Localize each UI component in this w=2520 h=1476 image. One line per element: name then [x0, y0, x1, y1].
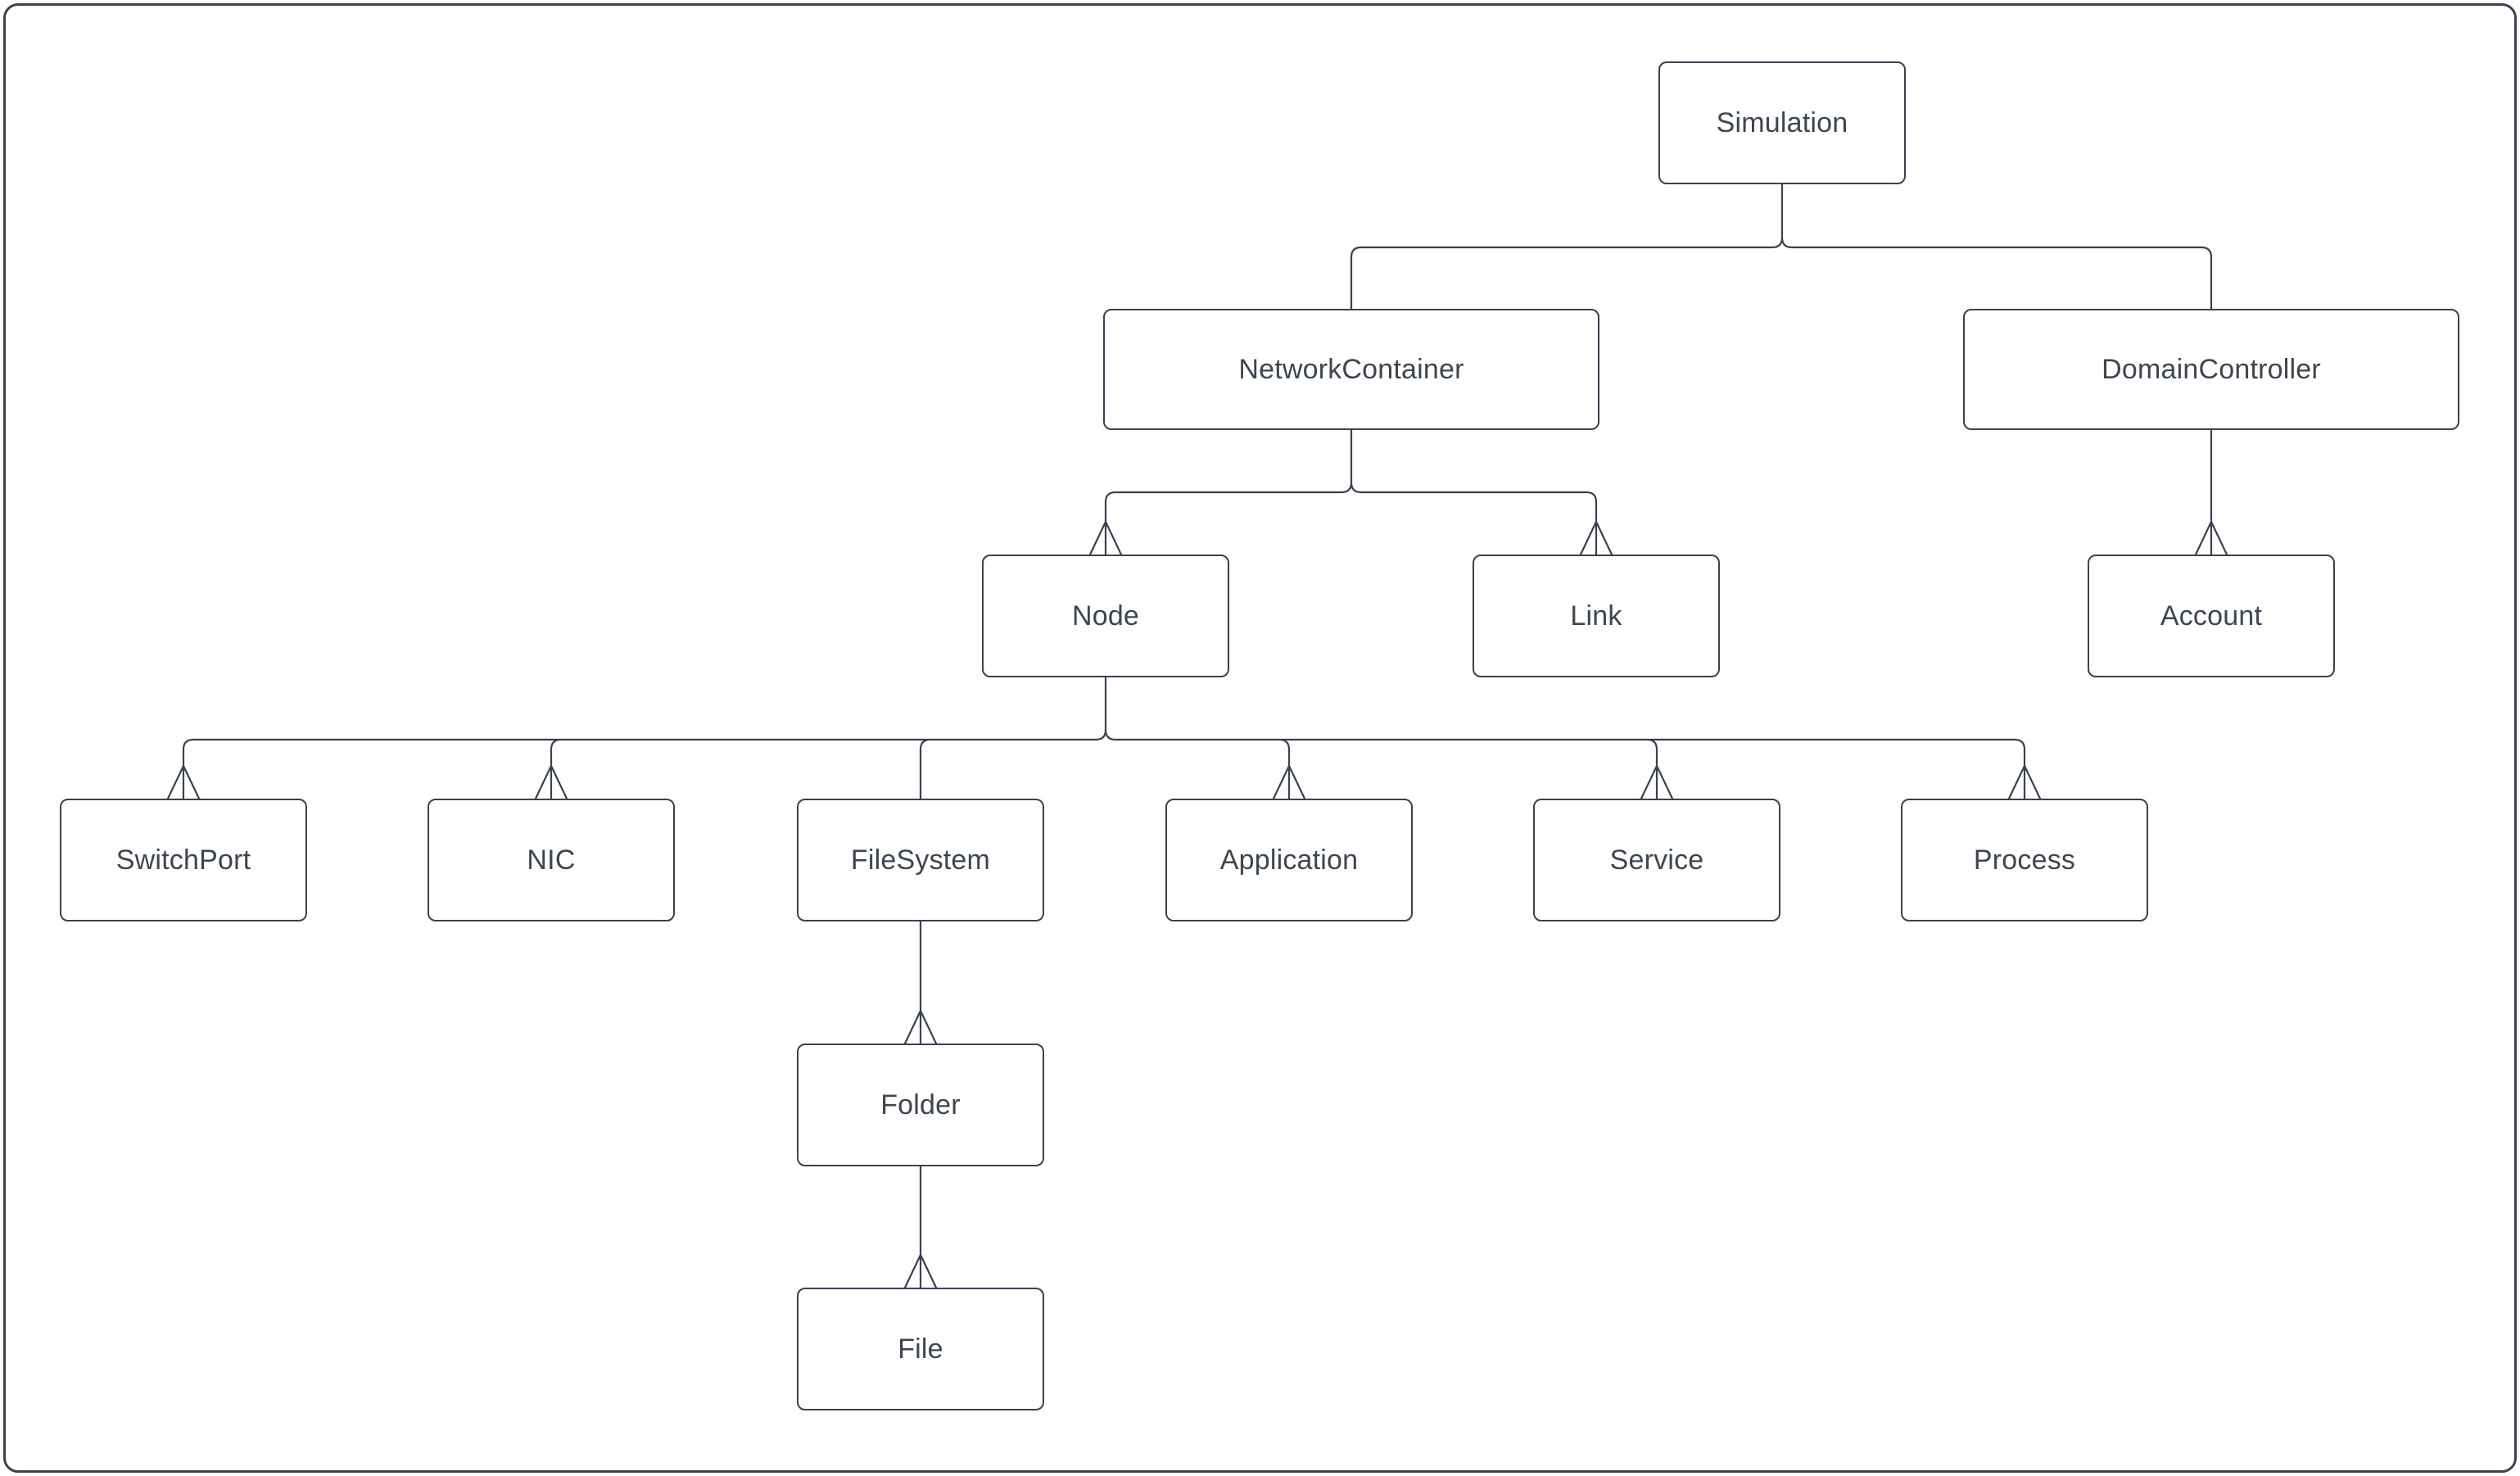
diagram-node-service: Service [1533, 799, 1780, 921]
node-label: Process [1973, 844, 2076, 876]
diagram-node-node: Node [982, 555, 1229, 677]
node-label: Link [1570, 600, 1622, 632]
connector-paths [166, 183, 2228, 1289]
diagram-node-network-container: NetworkContainer [1103, 309, 1599, 430]
diagram-node-link: Link [1473, 555, 1720, 677]
diagram-node-simulation: Simulation [1658, 61, 1906, 184]
diagram-node-folder: Folder [797, 1044, 1044, 1166]
diagram-node-file: File [797, 1288, 1044, 1410]
node-label: DomainController [2102, 353, 2321, 385]
node-label: Simulation [1716, 106, 1848, 138]
node-label: Service [1609, 844, 1704, 876]
node-label: File [898, 1333, 943, 1365]
diagram-node-application: Application [1165, 799, 1413, 921]
node-label: Node [1071, 600, 1140, 632]
node-label: Account [2160, 600, 2263, 632]
diagram-node-switch-port: SwitchPort [60, 799, 307, 921]
diagram-node-file-system: FileSystem [797, 799, 1044, 921]
node-label: FileSystem [850, 844, 991, 876]
node-label: NIC [527, 844, 576, 876]
node-label: Application [1219, 844, 1359, 876]
node-label: Folder [880, 1089, 961, 1121]
node-label: SwitchPort [115, 844, 251, 876]
diagram-node-account: Account [2088, 555, 2335, 677]
diagram-node-process: Process [1901, 799, 2148, 921]
node-label: NetworkContainer [1238, 353, 1464, 385]
diagram-node-nic: NIC [428, 799, 675, 921]
diagram-node-domain-controller: DomainController [1963, 309, 2459, 430]
